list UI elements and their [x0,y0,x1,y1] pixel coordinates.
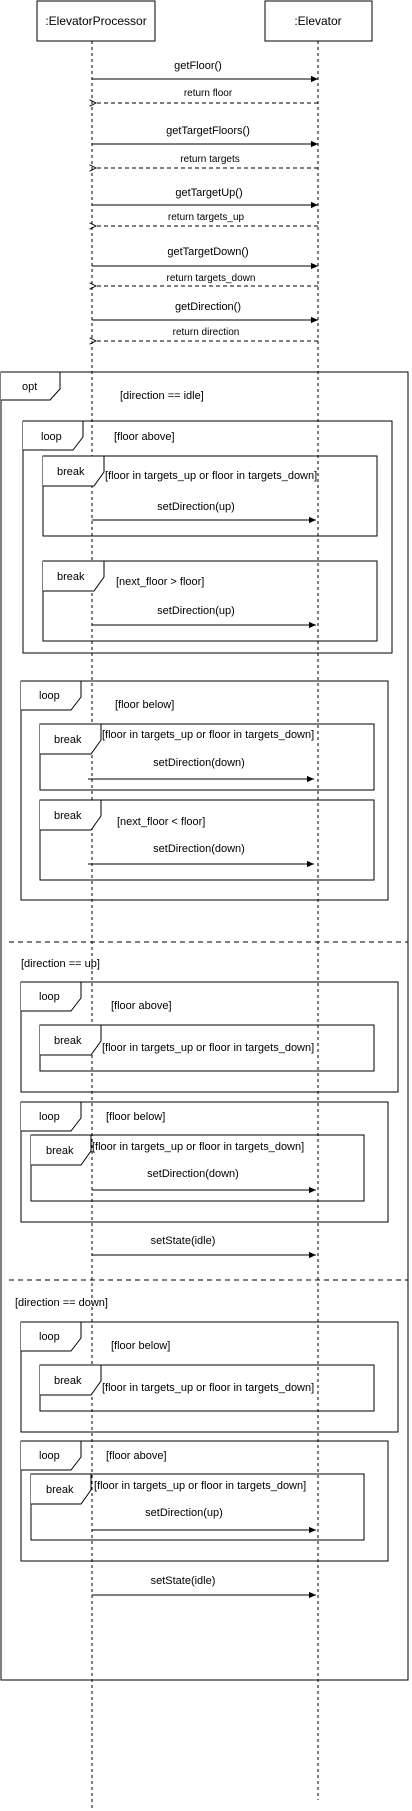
break-kind: break [54,810,82,822]
break-guard: [floor in targets_up or floor in targets… [94,1480,306,1492]
break-fragment: break [floor in targets_up or floor in t… [30,1473,365,1541]
break-fragment: break [floor in targets_up or floor in t… [39,723,375,791]
message-label: setDirection(up) [145,1507,223,1519]
loop-kind: loop [39,1331,60,1343]
message-label: getDirection() [175,301,241,313]
loop-kind: loop [39,991,60,1003]
message-return-floor: return floor [96,88,318,103]
message-label: getTargetUp() [175,187,242,199]
loop-guard: [floor below] [106,1111,165,1123]
up-loop-above: loop [floor above] break [floor in targe… [20,981,399,1093]
loop-guard: [floor below] [111,1340,170,1352]
message-label: getFloor() [174,60,222,72]
down-loop-above: loop [floor above] break [floor in targe… [20,1440,389,1562]
break-kind: break [54,1035,82,1047]
break-kind: break [46,1145,74,1157]
message-return-direction: return direction [96,327,318,341]
message-return-targets: return targets [96,154,318,168]
message-set-state-idle-down: setState(idle) [92,1575,316,1599]
break-kind: break [57,571,85,583]
return-label: return direction [173,327,240,338]
break-guard: [next_floor > floor] [116,576,204,588]
break-fragment: break [next_floor < floor] setDirection(… [39,799,375,881]
message-set-state-idle-up: setState(idle) [92,1235,316,1259]
break-fragment: break [floor in targets_up or floor in t… [39,1364,375,1412]
break-fragment: break [floor in targets_up or floor in t… [39,1024,375,1072]
loop-guard: [floor above] [111,1000,172,1012]
break-guard: [floor in targets_up or floor in targets… [92,1141,304,1153]
break-fragment: break [floor in targets_up or floor in t… [42,455,378,537]
message-label: setDirection(up) [157,605,235,617]
message-return-targets-up: return targets_up [96,212,318,226]
loop-guard: [floor above] [114,431,175,443]
message-label: setDirection(down) [147,1168,239,1180]
message-get-target-up: getTargetUp() [92,187,318,209]
return-label: return floor [184,88,233,99]
break-kind: break [57,466,85,478]
return-label: return targets_down [167,273,256,284]
message-label: setDirection(down) [153,757,245,769]
return-label: return targets [180,154,239,165]
up-loop-below: loop [floor below] break [floor in targe… [20,1101,389,1223]
break-kind: break [54,734,82,746]
break-kind: break [54,1375,82,1387]
break-fragment: break [floor in targets_up or floor in t… [30,1134,365,1202]
idle-loop-above: loop [floor above] break [floor in targe… [22,420,393,654]
message-label: getTargetDown() [167,246,248,258]
idle-loop-below: loop [floor below] break [floor in targe… [20,680,389,901]
loop-guard: [floor above] [106,1450,167,1462]
opt-fragment-kind: opt [22,381,37,393]
message-label: getTargetFloors() [166,125,250,137]
message-get-direction: getDirection() [92,301,318,324]
message-label: setDirection(up) [157,501,235,513]
opt-fragment: opt [direction == idle] loop [floor abov… [0,371,409,1681]
loop-kind: loop [39,690,60,702]
loop-kind: loop [39,1450,60,1462]
message-get-target-down: getTargetDown() [92,246,318,270]
message-return-targets-down: return targets_down [96,273,318,286]
break-guard: [floor in targets_up or floor in targets… [102,729,314,741]
loop-kind: loop [41,431,62,443]
loop-guard: [floor below] [115,699,174,711]
message-get-floor: getFloor() [92,60,318,83]
break-guard: [floor in targets_up or floor in targets… [102,1382,314,1394]
message-get-target-floors: getTargetFloors() [92,125,318,148]
participant-processor: :ElevatorProcessor [36,0,156,42]
opt-guard-down: [direction == down] [15,1297,108,1309]
down-loop-below: loop [floor below] break [floor in targe… [20,1321,399,1433]
break-fragment: break [next_floor > floor] setDirection(… [42,560,378,642]
message-label: setDirection(down) [153,843,245,855]
return-label: return targets_up [168,212,245,223]
opt-guard-idle: [direction == idle] [120,390,204,402]
break-guard: [next_floor < floor] [117,816,205,828]
message-label: setState(idle) [151,1235,216,1247]
participant-elevator: :Elevator [264,0,373,42]
participant-processor-label: :ElevatorProcessor [45,14,146,28]
break-kind: break [46,1484,74,1496]
break-guard: [floor in targets_up or floor in targets… [102,1042,314,1054]
message-label: setState(idle) [151,1575,216,1587]
loop-kind: loop [39,1111,60,1123]
break-guard: [floor in targets_up or floor in targets… [105,470,317,482]
participant-elevator-label: :Elevator [294,14,341,28]
opt-guard-up: [direction == up] [21,958,100,970]
